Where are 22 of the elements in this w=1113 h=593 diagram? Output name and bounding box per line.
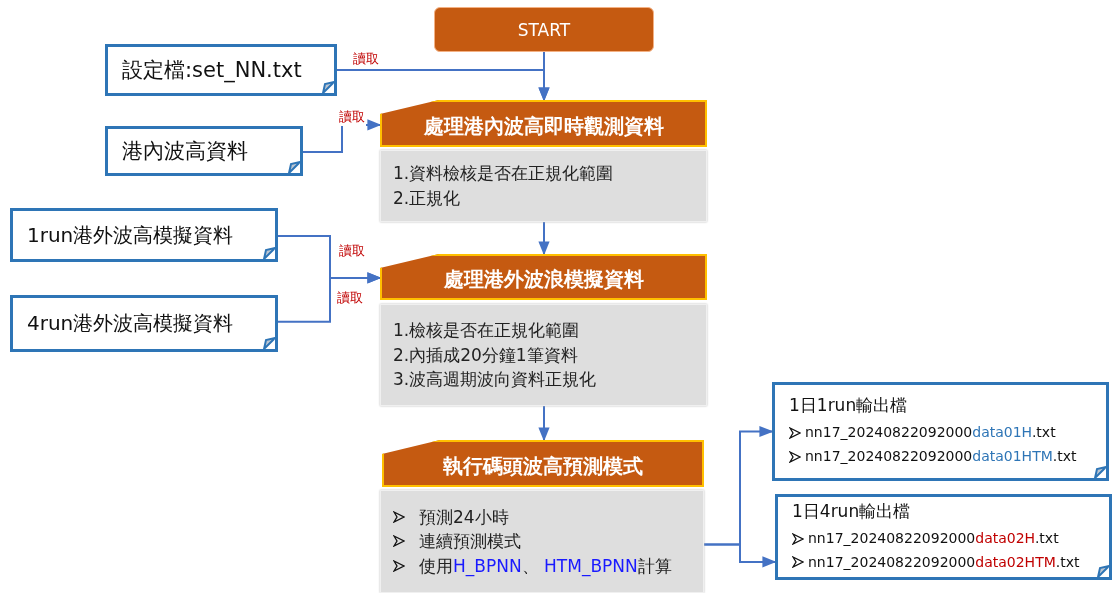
document-box: 港內波高資料 (105, 126, 303, 176)
document-box: 1run港外波高模擬資料 (10, 208, 278, 262)
process-header: 處理港外波浪模擬資料 (380, 254, 707, 300)
document-box: 設定檔:set_NN.txt (105, 44, 337, 96)
arrow (538, 405, 550, 442)
document-box: 1日4run輸出檔 nn17_20240822092000data02H.txt nn17_20240822092000data02HTM.txt (775, 494, 1112, 580)
start-box: START (434, 7, 654, 52)
arrow (277, 272, 382, 323)
process-header: 處理港內波高即時觀測資料 (380, 100, 707, 147)
arrow (538, 221, 550, 256)
arrow (336, 69, 550, 102)
edge-label: 讀取 (338, 242, 366, 260)
arrow (703, 543, 777, 568)
process-header: 執行碼頭波高預測模式 (382, 440, 704, 487)
edge-label: 讀取 (338, 108, 366, 126)
edge-label: 讀取 (336, 289, 364, 307)
process-body: 預測24小時 連續預測模式 使用H_BPNN、 HTM_BPNN計算 (380, 490, 704, 593)
process-body: 1.檢核是否在正規化範圍 2.內插成20分鐘1筆資料 3.波高週期波向資料正規化 (380, 304, 707, 406)
document-box: 1日1run輸出檔 nn17_20240822092000data01H.txt nn17_20240822092000data01HTM.txt (772, 382, 1109, 481)
document-box: 4run港外波高模擬資料 (10, 295, 278, 352)
process-body: 1.資料檢核是否在正規化範圍 2.正規化 (380, 150, 707, 222)
edge-label: 讀取 (352, 50, 380, 68)
